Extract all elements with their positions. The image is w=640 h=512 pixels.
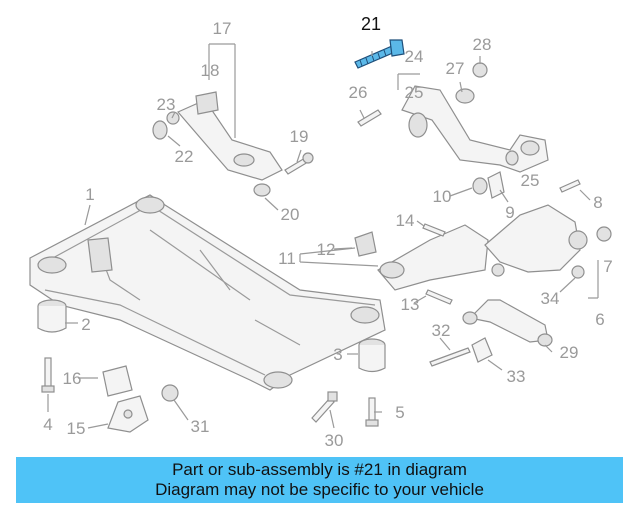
banner-line-1: Part or sub-assembly is #21 in diagram (172, 460, 467, 479)
info-banner: Part or sub-assembly is #21 in diagram D… (16, 457, 623, 503)
bolt-13 (425, 289, 453, 305)
label-7: 7 (603, 257, 612, 276)
label-4: 4 (43, 415, 52, 434)
bolt-8 (559, 179, 581, 193)
label-23: 23 (157, 95, 176, 114)
label-18: 18 (201, 61, 220, 80)
label-30: 30 (325, 431, 344, 450)
arm-24 (401, 85, 549, 173)
link-29 (462, 299, 553, 347)
label-11: 11 (278, 249, 296, 268)
subframe (29, 194, 386, 391)
bolt-26 (357, 109, 382, 127)
bolt-32 (429, 347, 471, 367)
bolt-14 (422, 223, 446, 237)
callout-labels: 1 2 3 4 5 6 7 8 9 10 11 12 13 14 15 16 1… (43, 14, 612, 450)
label-15: 15 (67, 419, 86, 438)
label-33: 33 (507, 367, 526, 386)
bolt-19 (284, 152, 314, 175)
label-6: 6 (595, 310, 604, 329)
label-1: 1 (85, 185, 94, 204)
bushing-2 (37, 299, 67, 333)
bushing-31 (161, 384, 179, 402)
label-14: 14 (396, 211, 415, 230)
bushing-3 (358, 338, 386, 373)
mount-16 (102, 365, 133, 397)
label-29: 29 (560, 343, 579, 362)
bushing-10 (472, 171, 505, 199)
label-22: 22 (175, 147, 194, 166)
label-13: 13 (401, 295, 420, 314)
knuckle-6 (484, 204, 612, 279)
nut-28 (472, 62, 488, 78)
label-2: 2 (81, 315, 90, 334)
label-27: 27 (446, 59, 465, 78)
label-19: 19 (290, 127, 309, 146)
upper-arm-18 (152, 91, 283, 181)
label-3: 3 (333, 345, 342, 364)
label-34: 34 (541, 289, 560, 308)
parts-diagram: 1 2 3 4 5 6 7 8 9 10 11 12 13 14 15 16 1… (29, 14, 613, 450)
label-5: 5 (395, 403, 404, 422)
bolt-5 (365, 397, 379, 427)
lower-arm-11 (354, 224, 489, 291)
label-9: 9 (505, 203, 514, 222)
label-21-highlighted: 21 (361, 14, 381, 34)
bolt-21-highlighted (354, 39, 405, 69)
label-25: 25 (405, 83, 424, 102)
label-20: 20 (281, 205, 300, 224)
label-31: 31 (191, 417, 210, 436)
bolt-30 (311, 391, 338, 423)
label-28: 28 (473, 35, 492, 54)
banner-line-2: Diagram may not be specific to your vehi… (155, 480, 484, 499)
bracket-33 (471, 337, 493, 363)
label-32: 32 (432, 321, 451, 340)
label-16: 16 (63, 369, 82, 388)
bracket-15 (107, 395, 149, 433)
label-17: 17 (213, 19, 232, 38)
label-8: 8 (593, 193, 602, 212)
leader-lines (47, 43, 599, 429)
label-26: 26 (349, 83, 368, 102)
label-12: 12 (317, 240, 336, 259)
label-25b: 25 (521, 171, 540, 190)
label-10: 10 (433, 187, 452, 206)
nut-20 (253, 183, 271, 197)
bolt-4 (41, 357, 55, 393)
label-24: 24 (405, 47, 424, 66)
